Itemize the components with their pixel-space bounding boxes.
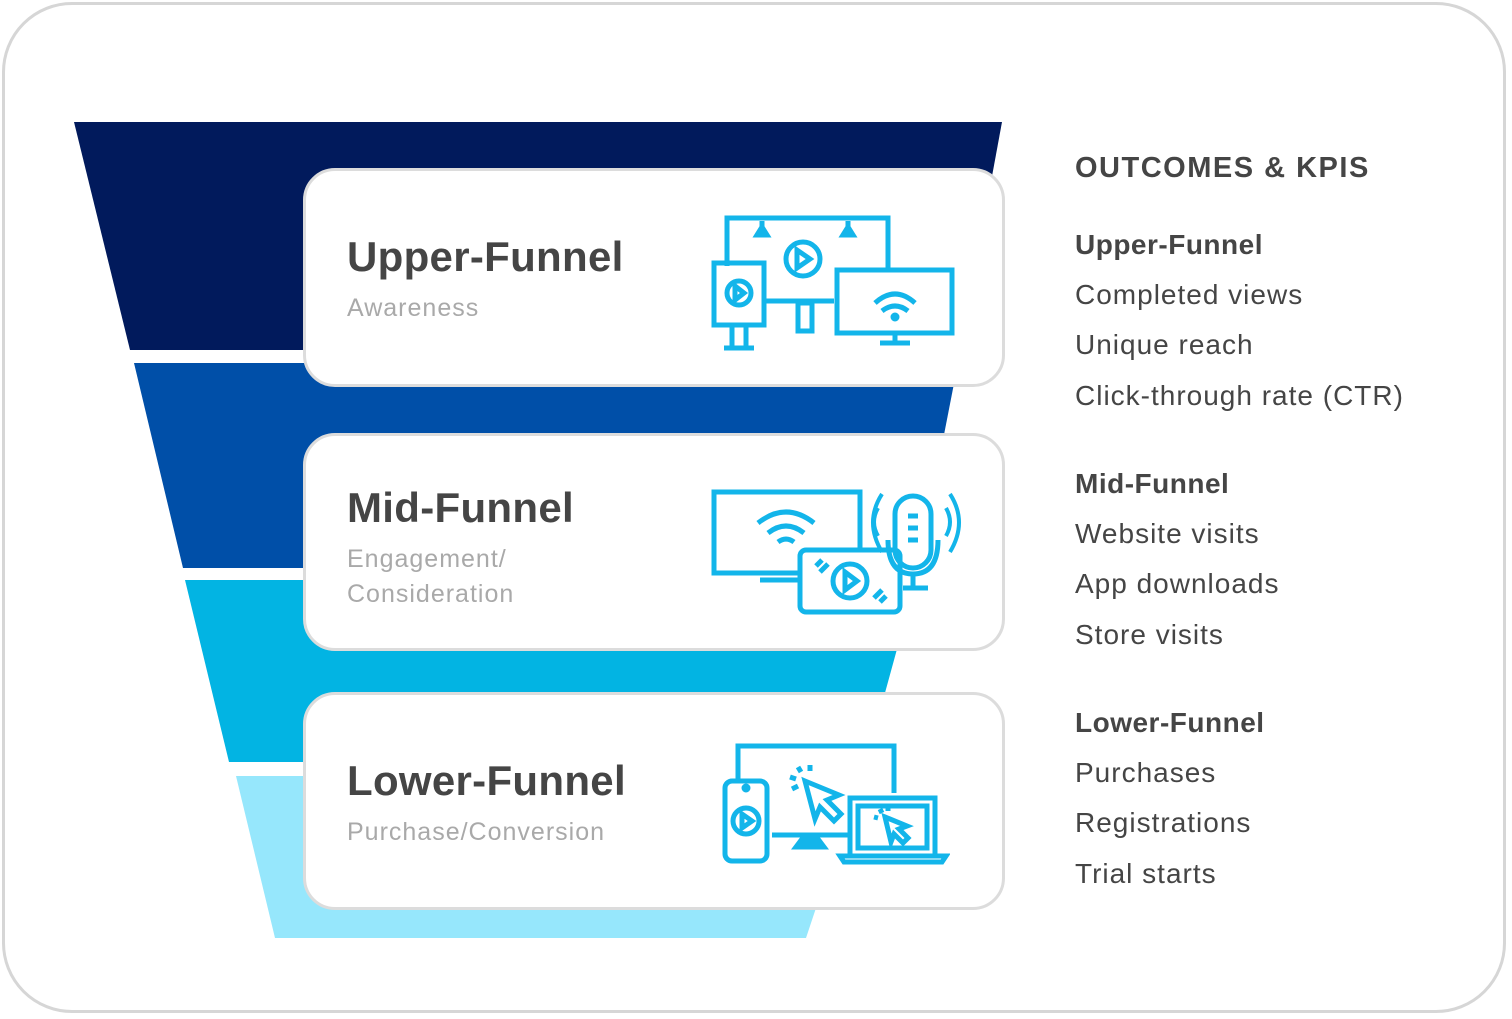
kpi-item: Trial starts xyxy=(1075,858,1217,889)
kpi-item: Unique reach xyxy=(1075,329,1254,360)
stage-card-lower: Lower-Funnel Purchase/Conversion xyxy=(303,692,1005,910)
stage-subtitle-line-2: Consideration xyxy=(347,580,515,608)
kpi-item: Purchases xyxy=(1075,757,1217,788)
kpi-item: Store visits xyxy=(1075,619,1224,650)
kpi-item: Completed views xyxy=(1075,279,1304,310)
kpi-heading: OUTCOMES & KPIS xyxy=(1075,152,1370,184)
stage-subtitle-line-1: Engagement/ xyxy=(347,545,507,573)
kpi-group-title-upper: Upper-Funnel xyxy=(1075,229,1263,260)
kpi-item: Click-through rate (CTR) xyxy=(1075,380,1404,411)
kpi-item: Registrations xyxy=(1075,807,1252,838)
stage-card-mid: Mid-Funnel Engagement/ Consideration xyxy=(303,433,1005,651)
billboard-devices-icon xyxy=(711,215,955,351)
tv-podcast-video-icon xyxy=(711,489,961,615)
stage-title: Mid-Funnel xyxy=(347,484,574,531)
stage-title: Upper-Funnel xyxy=(347,233,624,280)
click-devices-icon xyxy=(722,743,950,865)
kpi-group-title-mid: Mid-Funnel xyxy=(1075,468,1230,499)
kpi-item: Website visits xyxy=(1075,518,1260,549)
kpi-item: App downloads xyxy=(1075,568,1280,599)
stage-title: Lower-Funnel xyxy=(347,757,626,804)
kpi-group-title-lower: Lower-Funnel xyxy=(1075,707,1265,738)
stage-card-upper: Upper-Funnel Awareness xyxy=(303,168,1005,387)
stage-subtitle: Awareness xyxy=(347,294,480,322)
stage-subtitle: Purchase/Conversion xyxy=(347,818,606,846)
